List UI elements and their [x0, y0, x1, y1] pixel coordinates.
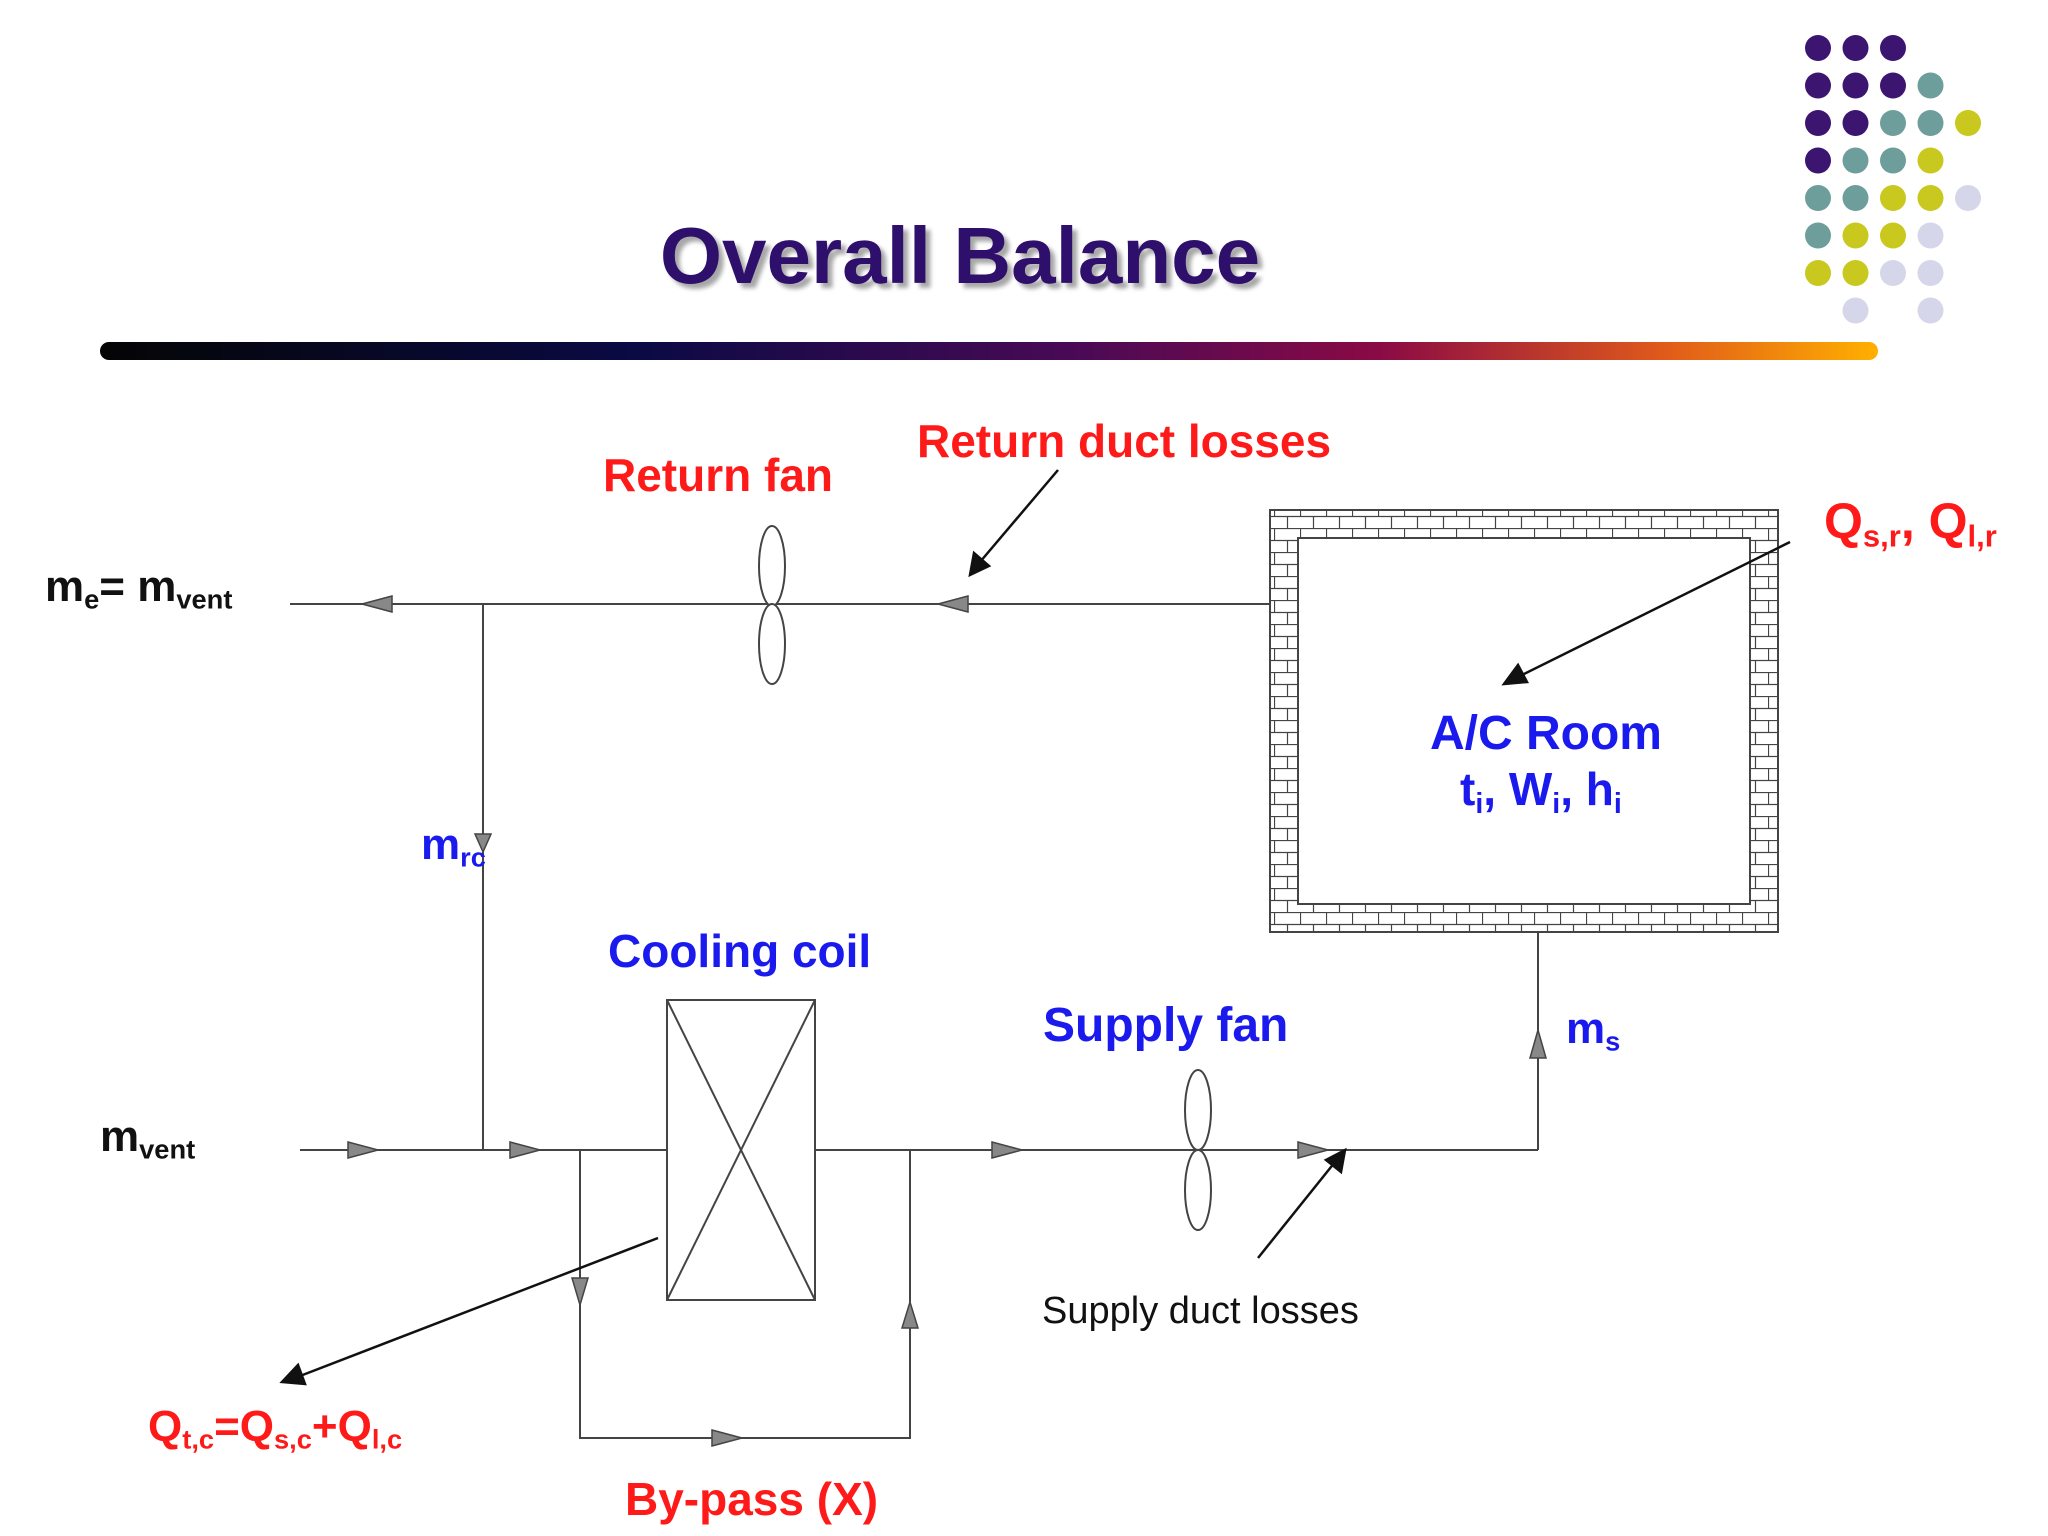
- bypass-label: By-pass (X): [625, 1473, 879, 1525]
- decorative-dot: [1842, 297, 1869, 324]
- decorative-dot: [1805, 260, 1831, 286]
- room-load-arrowhead: [1501, 662, 1529, 686]
- flow-arrow: [711, 1429, 745, 1447]
- flow-arrow: [935, 595, 969, 613]
- decorative-dot: [1917, 185, 1944, 211]
- decorative-dot: [1955, 110, 1981, 136]
- cooling-coil-label: Cooling coil: [608, 925, 872, 977]
- flow-arrow: [900, 1299, 920, 1329]
- flow-arrow: [359, 595, 393, 613]
- return-duct-loss-arrowhead: [968, 550, 992, 578]
- supply-duct-loss-arrowhead: [1323, 1147, 1347, 1175]
- decorative-dot: [1842, 72, 1869, 99]
- return-duct-losses-label: Return duct losses: [917, 415, 1332, 467]
- decorative-dot: [1917, 72, 1944, 99]
- slide-title: Overall Balance: [659, 211, 1261, 300]
- recirculated-flow-label: mrc: [421, 820, 486, 873]
- decorative-dot: [1880, 72, 1906, 99]
- decorative-dot: [1955, 185, 1981, 211]
- decorative-dot: [1842, 260, 1869, 286]
- decorative-dot: [1842, 110, 1869, 136]
- decorative-dot: [1917, 260, 1944, 286]
- flow-arrows: [347, 595, 1547, 1447]
- room-state-label: ti, Wi, hi: [1460, 763, 1622, 820]
- cooling-coil-icon: [666, 999, 816, 1301]
- flow-arrow: [347, 1141, 381, 1159]
- decorative-dot: [1805, 35, 1831, 61]
- decorative-dot: [1917, 222, 1944, 249]
- flow-arrow: [570, 1277, 590, 1308]
- decorative-dot-grid: [1805, 35, 1981, 324]
- decorative-dot: [1880, 110, 1906, 136]
- decorative-dot: [1880, 35, 1906, 61]
- decorative-dot: [1880, 147, 1906, 174]
- decorative-dot: [1842, 185, 1869, 211]
- decorative-dot: [1805, 147, 1831, 174]
- decorative-dot: [1842, 35, 1869, 61]
- callout-arrows: [279, 469, 1791, 1386]
- return-fan-label: Return fan: [603, 449, 833, 501]
- coil-load-arrowhead: [279, 1362, 307, 1386]
- supply-duct-losses-label: Supply duct losses: [1042, 1290, 1359, 1332]
- decorative-dot: [1917, 147, 1944, 174]
- ventilation-flow-label: mvent: [100, 1112, 196, 1165]
- supply-fan-icon: [1184, 1069, 1212, 1231]
- decorative-dot: [1805, 110, 1831, 136]
- decorative-dot: [1917, 110, 1944, 136]
- title-divider: [100, 342, 1878, 360]
- room-name-label: A/C Room: [1430, 707, 1662, 760]
- decorative-dot: [1805, 185, 1831, 211]
- return-fan-icon: [758, 525, 786, 685]
- flow-arrow: [509, 1141, 543, 1159]
- decorative-dot: [1842, 147, 1869, 174]
- decorative-dot: [1842, 222, 1869, 249]
- flow-arrow: [473, 833, 493, 854]
- decorative-dot: [1880, 260, 1906, 286]
- flow-arrow: [1529, 1027, 1547, 1059]
- decorative-dot: [1917, 297, 1944, 324]
- coil-load-label: Qt,c=Qs,c+Ql,c: [148, 1402, 403, 1455]
- decorative-dot: [1805, 222, 1831, 249]
- room-load-label: Qs,r, Ql,r: [1824, 493, 1997, 554]
- decorative-dot: [1880, 185, 1906, 211]
- decorative-dot: [1805, 72, 1831, 99]
- decorative-dot: [1880, 222, 1906, 249]
- exhaust-flow-label: me= mvent: [45, 562, 233, 615]
- supply-fan-label: Supply fan: [1043, 999, 1289, 1052]
- flow-arrow: [991, 1141, 1025, 1159]
- supply-flow-label: ms: [1566, 1004, 1621, 1057]
- flow-arrow: [1297, 1141, 1331, 1159]
